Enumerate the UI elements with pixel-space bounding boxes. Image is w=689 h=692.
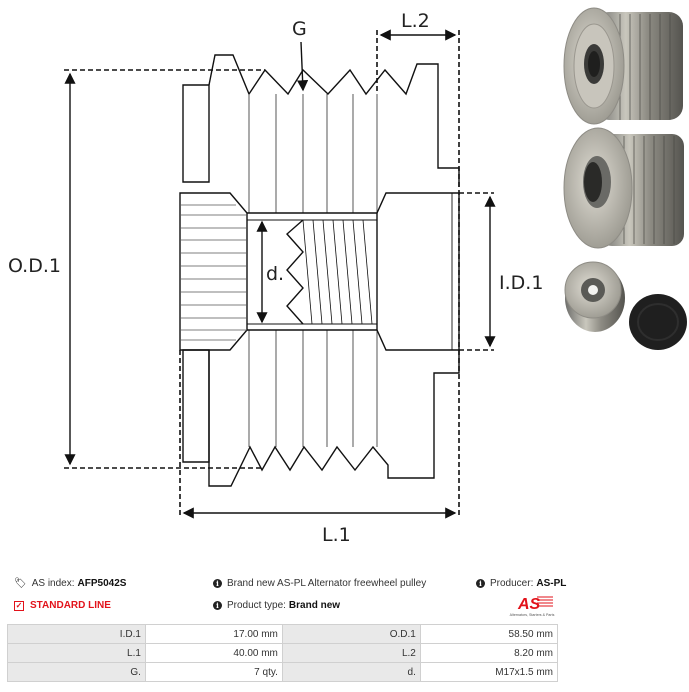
logo-text: AS [517, 596, 541, 613]
rib-lines [248, 94, 378, 447]
label-od1: O.D.1 [8, 255, 61, 277]
label-l1: L.1 [322, 524, 351, 546]
spec-value: 8.20 mm [419, 643, 559, 663]
thread-zigzag [286, 219, 304, 325]
as-index-label: AS index: [31, 578, 75, 589]
product-type-value: Brand new [288, 600, 341, 611]
producer-row: i Producer: AS-PL [476, 578, 566, 589]
spec-key: O.D.1 [281, 624, 421, 644]
spec-value: 58.50 mm [419, 624, 559, 644]
g-pointer-arrow [296, 41, 309, 92]
spec-key: G. [7, 662, 146, 682]
spec-key: I.D.1 [7, 624, 146, 644]
info-icon: i [476, 579, 485, 588]
info-icon: i [213, 579, 222, 588]
product-type-row: i Product type: Brand new [213, 600, 340, 611]
left-flange-lower [182, 349, 210, 463]
pulley-small-photo [564, 261, 625, 332]
spec-value: 40.00 mm [144, 643, 283, 663]
spec-value: 7 qty. [144, 662, 283, 682]
spec-key: L.2 [281, 643, 421, 663]
bore [247, 212, 378, 331]
as-index-value: AFP5042S [77, 578, 127, 589]
table-row: G. 7 qty. d. M17x1.5 mm [7, 662, 559, 682]
product-photos [563, 7, 687, 350]
description-row: i Brand new AS-PL Alternator freewheel p… [213, 578, 426, 589]
thread-hatch [302, 219, 373, 325]
standard-line-row: ✓ STANDARD LINE [14, 600, 111, 611]
as-index-row: 🏷︎ AS index: AFP5042S [14, 578, 126, 589]
label-g: G [292, 18, 307, 40]
spline-lines [181, 204, 247, 341]
standard-line-label: STANDARD LINE [30, 600, 111, 611]
specs-table: I.D.1 17.00 mm O.D.1 58.50 mm L.1 40.00 … [7, 624, 559, 682]
left-flange-outline [182, 84, 210, 183]
producer-label: Producer: [490, 578, 534, 589]
tags-icon: 🏷︎ [14, 578, 27, 589]
table-row: I.D.1 17.00 mm O.D.1 58.50 mm [7, 624, 559, 644]
description-text: Brand new AS-PL Alternator freewheel pul… [227, 578, 427, 589]
logo-tagline: Alternators, Starters & Parts [510, 613, 555, 617]
pulley-front-photo [563, 7, 683, 125]
label-id1: I.D.1 [499, 272, 543, 294]
spec-key: d. [281, 662, 421, 682]
spec-value: 17.00 mm [144, 624, 283, 644]
product-type-label: Product type: [227, 600, 286, 611]
pulley-side-photo [563, 127, 684, 249]
right-hub [376, 192, 460, 351]
bottom-rib-profile [208, 350, 460, 487]
as-pl-logo: AS Alternators, Starters & Parts [510, 596, 555, 617]
spec-key: L.1 [7, 643, 146, 663]
label-d: d. [266, 263, 284, 285]
pulley-technical-drawing: G L.2 O.D.1 I.D.1 d. L.1 [8, 10, 543, 546]
producer-value: AS-PL [536, 578, 567, 589]
cap-photo [629, 294, 687, 350]
product-info: 🏷︎ AS index: AFP5042S ✓ STANDARD LINE i … [0, 574, 689, 618]
top-rib-profile [208, 54, 460, 187]
info-icon: i [213, 601, 222, 610]
check-square-icon: ✓ [14, 600, 24, 611]
label-l2: L.2 [401, 10, 430, 32]
left-hub [179, 192, 248, 351]
table-row: L.1 40.00 mm L.2 8.20 mm [7, 643, 559, 663]
spec-value: M17x1.5 mm [419, 662, 559, 682]
